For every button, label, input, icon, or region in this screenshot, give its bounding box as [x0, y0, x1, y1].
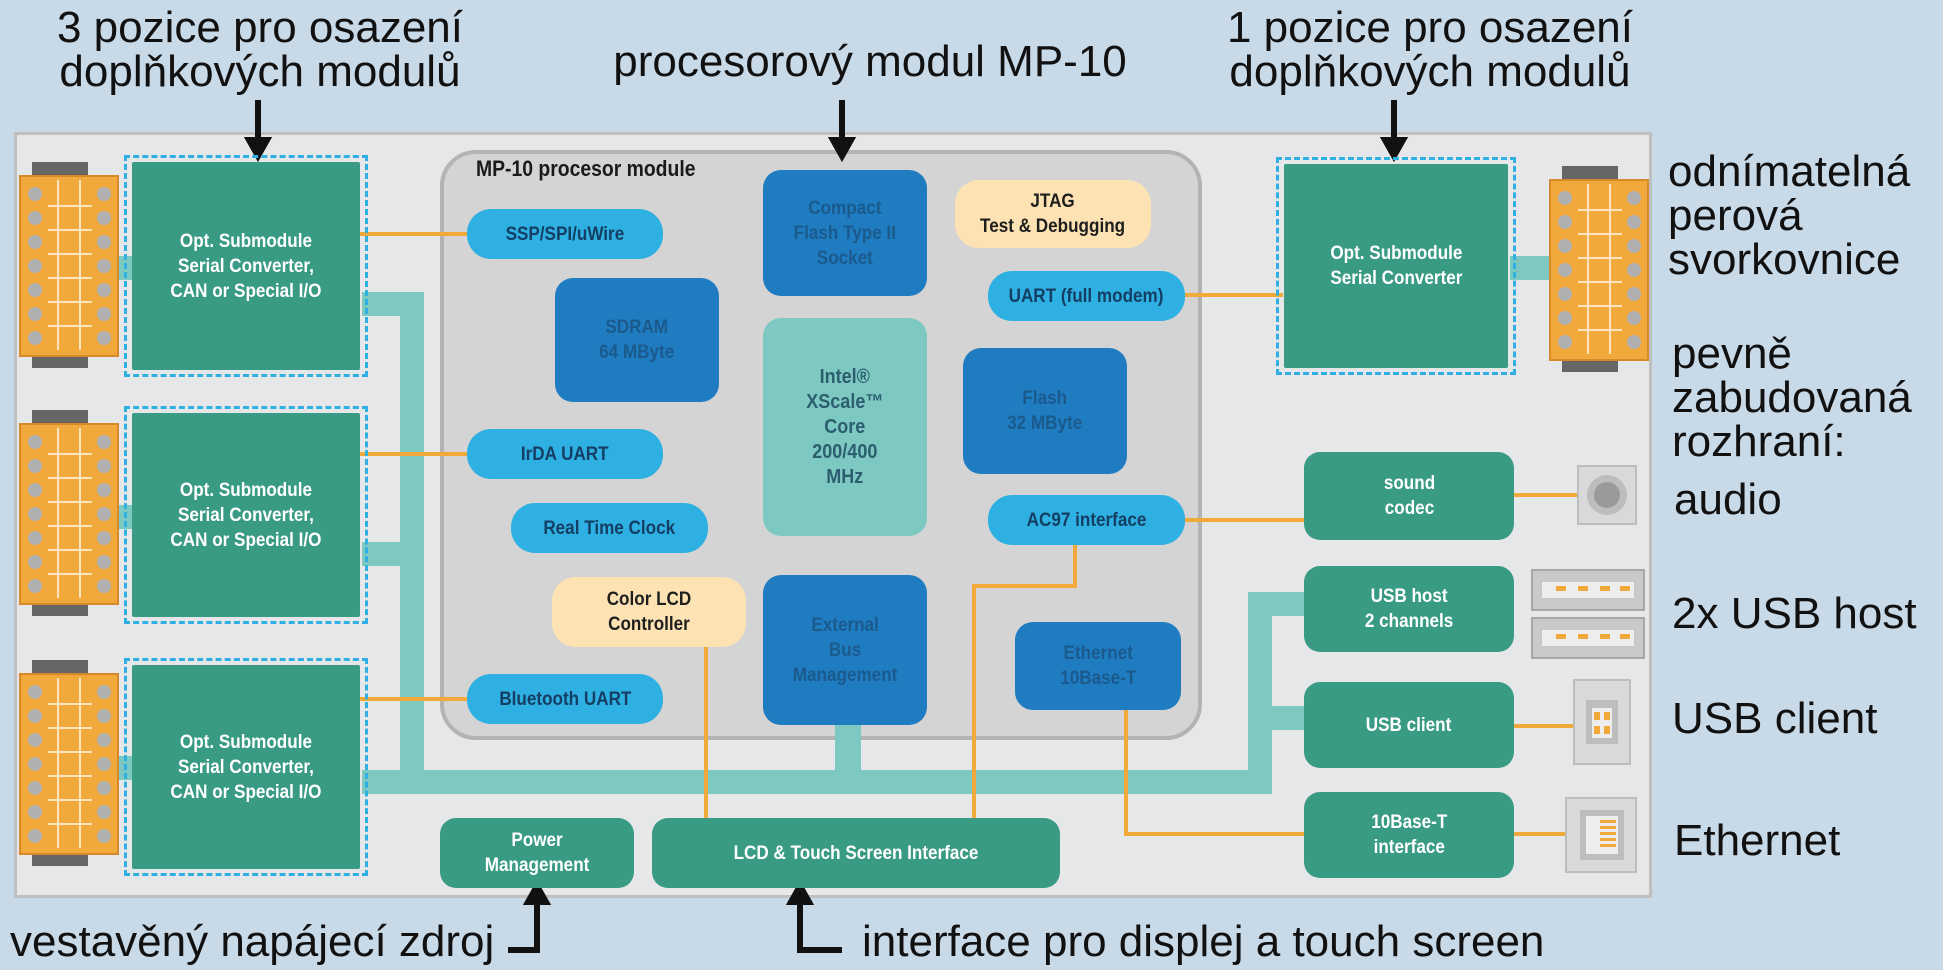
- sound-codec: sound codec: [1304, 452, 1514, 540]
- bracket-power-head: [522, 879, 552, 905]
- lcd-touch-interface: LCD & Touch Screen Interface: [652, 818, 1060, 888]
- bus-ext-link: [835, 722, 861, 782]
- annotation-display-interface: interface pro displej a touch screen: [862, 917, 1545, 966]
- wire-ac97-lcd: [972, 544, 1077, 820]
- external-bus-management: External Bus Management: [763, 575, 927, 725]
- orange-wires: [360, 232, 1580, 898]
- annotation-ethernet: Ethernet: [1674, 816, 1841, 865]
- power-management: Power Management: [440, 818, 634, 888]
- bluetooth-uart: Bluetooth UART: [467, 674, 663, 724]
- annotation-right-slot: 1 pozice pro osazení doplňkových modulů: [1226, 3, 1634, 96]
- annotation-audio: audio: [1674, 475, 1782, 524]
- irda-uart: IrDA UART: [467, 429, 663, 479]
- submodule-slot-left-1: [124, 155, 368, 377]
- jtag-block: JTAG Test & Debugging: [955, 180, 1151, 248]
- submodule-right: Opt. Submodule Serial Converter: [1284, 164, 1508, 368]
- terminal-block-left-3: [19, 660, 119, 866]
- bracket-lcd: [797, 900, 842, 953]
- submodule-left-2: Opt. Submodule Serial Converter, CAN or …: [132, 413, 360, 617]
- compact-flash-socket: Compact Flash Type II Socket: [763, 170, 927, 296]
- annotation-usb-client: USB client: [1672, 694, 1878, 743]
- submodule-slot-left-2: [124, 406, 368, 624]
- terminal-blocks: [19, 162, 1649, 866]
- terminal-block-right: [1549, 166, 1649, 372]
- processor-module-title: MP-10 procesor module: [476, 156, 696, 181]
- usb-host-port-icon: [1531, 569, 1645, 659]
- annotation-fixed-interfaces: pevně zabudovaná rozhraní:: [1672, 329, 1912, 466]
- annotation-power-supply: vestavěný napájecí zdroj: [10, 917, 495, 966]
- submodule-left-1: Opt. Submodule Serial Converter, CAN or …: [132, 162, 360, 370]
- bus-vertical-right: [1248, 592, 1272, 792]
- bus-vertical-left: [400, 292, 424, 792]
- bus-usb-host-link: [1248, 592, 1306, 616]
- rj45-port-icon: [1565, 797, 1637, 873]
- submodule-slot-left-3: [124, 658, 368, 876]
- ssp-spi-uwire: SSP/SPI/uWire: [467, 209, 663, 259]
- sdram-block: SDRAM 64 MByte: [555, 278, 719, 402]
- bracket-power: [508, 900, 540, 953]
- annotation-usb-host: 2x USB host: [1672, 589, 1917, 638]
- usb-client-port-icon: [1573, 679, 1631, 765]
- color-lcd-controller: Color LCD Controller: [552, 577, 746, 647]
- wire-ethernet: [1124, 708, 1306, 836]
- terminal-block-left-2: [19, 410, 119, 616]
- bus-usb-client-link: [1248, 706, 1306, 730]
- tenbase-t-interface: 10Base-T interface: [1304, 792, 1514, 878]
- usb-host-interface: USB host 2 channels: [1304, 566, 1514, 652]
- uart-full-modem: UART (full modem): [988, 271, 1185, 321]
- real-time-clock: Real Time Clock: [511, 503, 708, 553]
- submodule-slot-right: [1276, 157, 1516, 375]
- annotation-left-slots: 3 pozice pro osazení doplňkových modulů: [56, 3, 464, 96]
- annotation-terminal-block: odnímatelná perová svorkovnice: [1668, 147, 1911, 284]
- ethernet-10base-t: Ethernet 10Base-T: [1015, 622, 1181, 710]
- pointer-arrows: [243, 100, 1409, 953]
- ac97-interface: AC97 interface: [988, 495, 1185, 545]
- usb-client-interface: USB client: [1304, 682, 1514, 768]
- bus-stub-right: [1510, 256, 1552, 280]
- audio-jack-icon: [1577, 465, 1637, 525]
- annotation-processor-module: procesorový modul MP-10: [613, 37, 1127, 86]
- submodule-left-3: Opt. Submodule Serial Converter, CAN or …: [132, 665, 360, 869]
- terminal-block-left-1: [19, 162, 119, 368]
- flash-block: Flash 32 MByte: [963, 348, 1127, 474]
- arrow-right-slot-head: [1379, 137, 1409, 163]
- xscale-core: Intel® XScale™ Core 200/400 MHz: [763, 318, 927, 536]
- bracket-lcd-head: [785, 879, 815, 905]
- arrow-processor-head: [827, 137, 857, 163]
- arrow-left-slots-head: [243, 137, 273, 163]
